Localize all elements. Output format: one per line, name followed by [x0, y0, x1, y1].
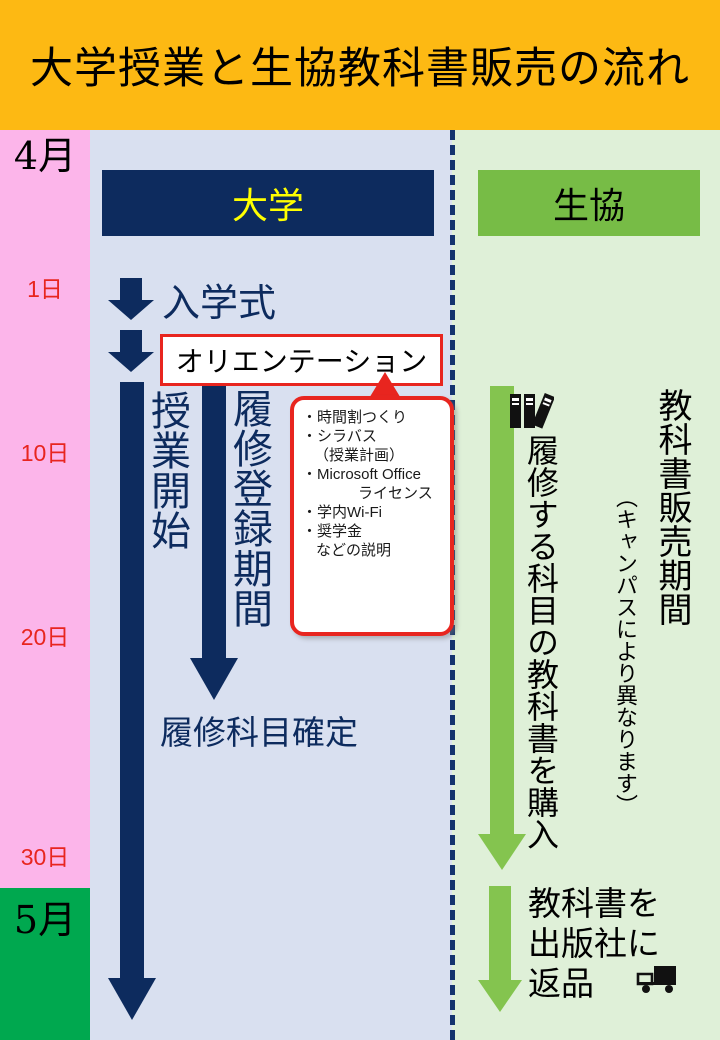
date-marker-1: 1日: [27, 276, 63, 302]
arrow-shaft: [120, 278, 142, 300]
callout-line-7: ・奨学金: [302, 523, 363, 540]
arrow-classes-start: [108, 382, 156, 1020]
return-books-label: 教科書を出版社に返品: [528, 884, 660, 1003]
arrow-head: [190, 658, 238, 700]
callout-line-2: ・シラバス: [302, 428, 377, 445]
entrance-ceremony-label: 入学式: [162, 281, 277, 325]
april-month-band: [0, 130, 90, 888]
may-month-band: [0, 888, 90, 1040]
courses-confirmed-label: 履修科目確定: [160, 713, 358, 752]
sales-period-note: （キャンパスにより異なります）: [612, 486, 637, 816]
callout-line-5: ライセンス: [358, 485, 433, 502]
arrow-return-books: [478, 886, 522, 1012]
arrow-registration-period: [190, 382, 238, 700]
delivery-truck-icon: [636, 962, 680, 996]
arrow-shaft: [202, 382, 226, 658]
arrow-shaft: [120, 382, 144, 978]
buy-textbooks-label: 履修する科目の教科書を購入: [522, 434, 560, 850]
arrow-shaft: [490, 386, 514, 834]
may-label: 5月: [13, 898, 77, 942]
arrow-head: [108, 300, 154, 320]
arrow-to-orientation: [108, 330, 154, 372]
date-marker-20: 20日: [20, 624, 70, 650]
orientation-callout: ・時間割つくり ・シラバス （授業計画） ・Microsoft Office ラ…: [290, 396, 454, 636]
sales-period-label: 教科書販売期間: [652, 388, 692, 626]
date-marker-30: 30日: [20, 844, 70, 870]
arrow-head: [108, 352, 154, 372]
arrow-buy-textbooks: [478, 386, 526, 870]
callout-line-3: （授業計画）: [314, 447, 405, 464]
callout-line-4: ・Microsoft Office: [302, 466, 421, 483]
callout-tail: [368, 372, 402, 400]
coop-header-banner: 生協: [478, 170, 700, 236]
april-label: 4月: [13, 134, 77, 178]
arrow-shaft: [489, 886, 511, 980]
arrow-head: [478, 980, 522, 1012]
arrow-to-entrance-ceremony: [108, 278, 154, 320]
coop-header-label: 生協: [552, 186, 625, 227]
books-icon: [508, 392, 556, 430]
callout-line-8: などの説明: [316, 542, 392, 559]
arrow-shaft: [120, 330, 142, 352]
page-title: 大学授業と生協教科書販売の流れ: [30, 44, 690, 94]
date-marker-10: 10日: [20, 440, 70, 466]
classes-start-label: 授業開始: [144, 390, 190, 550]
registration-period-label: 履修登録期間: [226, 388, 272, 628]
arrow-head: [108, 978, 156, 1020]
callout-line-6: ・学内Wi-Fi: [302, 504, 382, 521]
university-header-label: 大学: [231, 186, 304, 227]
arrow-head: [478, 834, 526, 870]
callout-line-1: ・時間割つくり: [302, 409, 408, 426]
university-header-banner: 大学: [102, 170, 434, 236]
title-banner: 大学授業と生協教科書販売の流れ: [0, 0, 720, 130]
